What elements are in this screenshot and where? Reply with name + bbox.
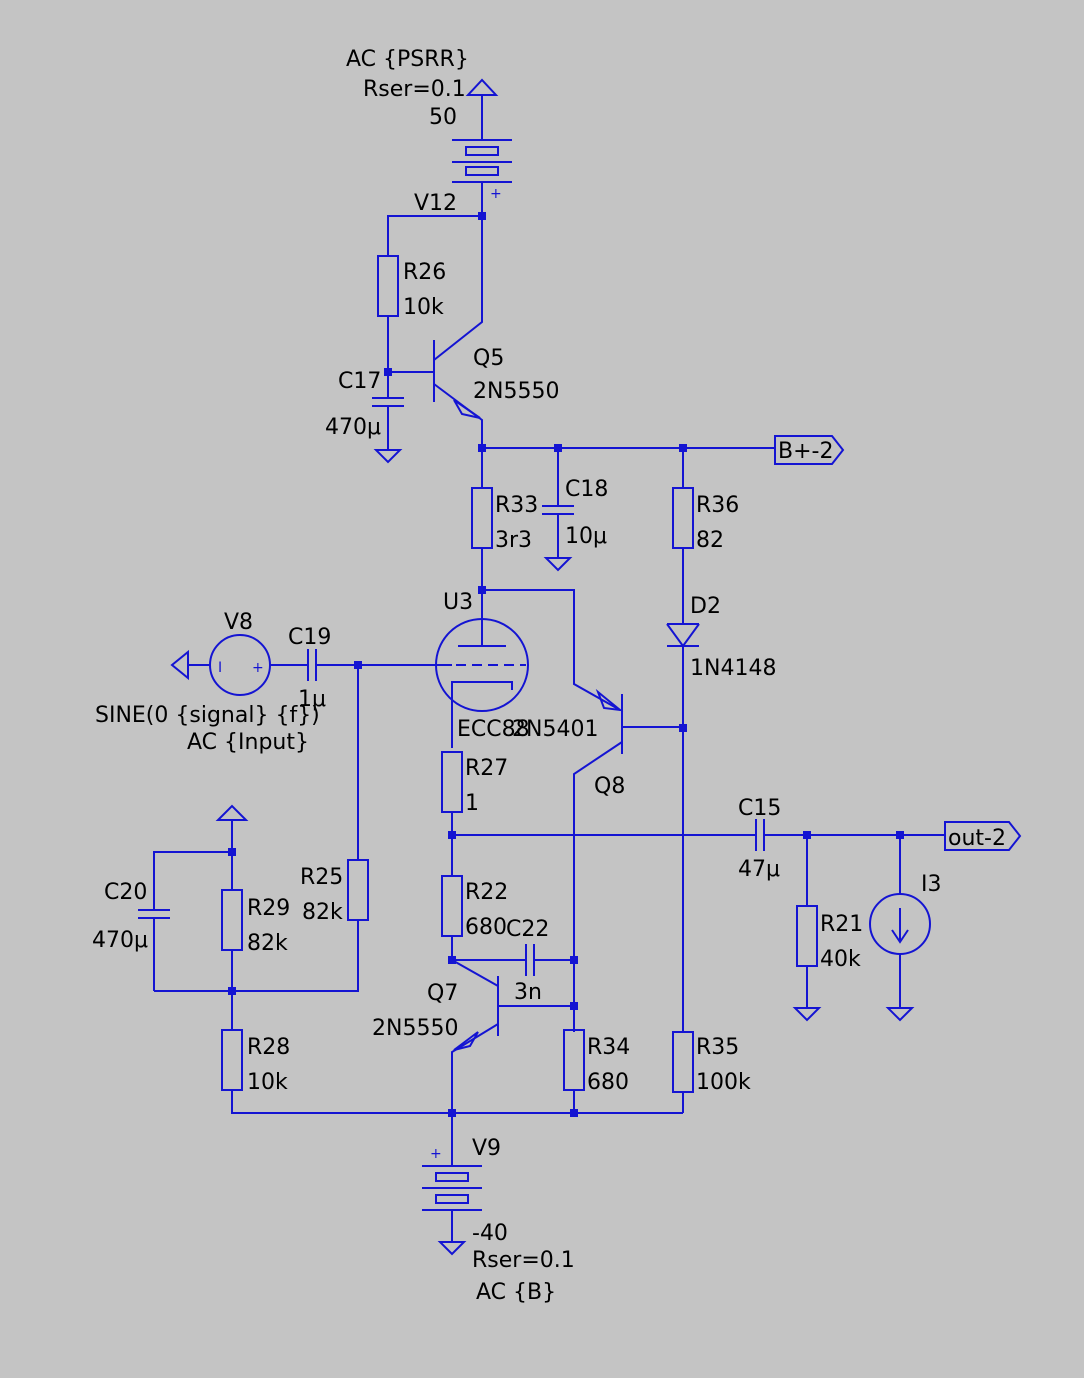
v9-supply[interactable]: + — [422, 1113, 482, 1242]
c19-name: C19 — [288, 625, 331, 650]
b-net-label: B+-2 — [778, 439, 833, 464]
v9-name: V9 — [472, 1136, 501, 1161]
r28-resistor[interactable] — [221, 1029, 243, 1091]
c17-name: C17 — [338, 369, 381, 394]
out-net-flag[interactable] — [944, 821, 1022, 851]
r22-name: R22 — [465, 880, 508, 905]
v8-sine: SINE(0 {signal} {f}) — [95, 703, 320, 728]
q5-name: Q5 — [473, 346, 504, 371]
out-net-label: out-2 — [948, 826, 1006, 851]
r36-resistor[interactable] — [672, 487, 694, 549]
c17-value: 470μ — [325, 415, 381, 440]
r27-value: 1 — [465, 791, 479, 816]
v9-value: -40 — [472, 1221, 508, 1246]
r26-resistor[interactable] — [377, 255, 399, 317]
q5-transistor[interactable] — [388, 216, 483, 448]
r29-resistor[interactable] — [221, 889, 243, 951]
c18-name: C18 — [565, 477, 608, 502]
r21-name: R21 — [820, 912, 863, 937]
q8-transistor[interactable] — [573, 694, 683, 1032]
r25-resistor[interactable] — [347, 859, 369, 921]
c20-value: 470μ — [92, 928, 148, 953]
r33-resistor[interactable] — [471, 487, 493, 549]
v9-ac: AC {B} — [476, 1280, 556, 1305]
r26-name: R26 — [403, 260, 446, 285]
r21-ground-icon — [792, 1007, 822, 1022]
i3-ground-icon — [885, 1007, 915, 1022]
d2-value: 1N4148 — [690, 656, 776, 681]
i3-name: I3 — [921, 872, 942, 897]
v9-rser: Rser=0.1 — [472, 1248, 575, 1273]
junction-dot — [570, 1002, 578, 1010]
q8-emitter-arrow — [595, 688, 624, 712]
r29-name: R29 — [247, 896, 290, 921]
v12-ac-label: AC {PSRR} — [346, 47, 469, 72]
i3-current-source[interactable] — [869, 893, 931, 955]
v12-supply[interactable]: + — [452, 78, 512, 216]
q5-value: 2N5550 — [473, 379, 559, 404]
r21-value: 40k — [820, 947, 861, 972]
b-net-flag[interactable] — [774, 435, 845, 465]
c22-name: C22 — [506, 917, 549, 942]
r22-resistor[interactable] — [441, 875, 463, 937]
junction-dot — [570, 1109, 578, 1117]
r33-name: R33 — [495, 493, 538, 518]
q8-value: 2N5401 — [512, 717, 598, 742]
v8-ground-icon — [170, 649, 210, 681]
d2-name: D2 — [690, 594, 721, 619]
r36-name: R36 — [696, 493, 739, 518]
v8-name: V8 — [224, 610, 253, 635]
r29-supply-icon — [215, 804, 249, 890]
d2-diode[interactable] — [666, 623, 700, 1032]
c15-value: 47μ — [738, 857, 780, 882]
q7-name: Q7 — [427, 981, 458, 1006]
v9-ground-icon — [437, 1241, 467, 1256]
q7-transistor[interactable] — [451, 959, 574, 1113]
r28-value: 10k — [247, 1070, 288, 1095]
v12-plus-mark: + — [490, 186, 502, 202]
c20-name: C20 — [104, 880, 147, 905]
v8-plus-mark: + — [252, 660, 264, 676]
r27-resistor[interactable] — [441, 751, 463, 813]
r34-resistor[interactable] — [563, 1029, 585, 1091]
v12-value: 50 — [429, 105, 457, 130]
c22-value: 3n — [514, 980, 542, 1005]
q8-name: Q8 — [594, 774, 625, 799]
u3-value: ECC88 — [457, 717, 530, 742]
v9-plus-mark: + — [430, 1146, 442, 1162]
r22-value: 680 — [465, 915, 507, 940]
r25-value: 82k — [302, 900, 343, 925]
r35-resistor[interactable] — [672, 1031, 694, 1093]
q7-value: 2N5550 — [372, 1016, 458, 1041]
r29-value: 82k — [247, 931, 288, 956]
c19-value: 1μ — [298, 687, 326, 712]
v12-name: V12 — [414, 191, 457, 216]
r28-name: R28 — [247, 1035, 290, 1060]
r27-name: R27 — [465, 756, 508, 781]
junction-dot — [228, 987, 236, 995]
v8-ac: AC {Input} — [187, 730, 309, 755]
c18-value: 10μ — [565, 524, 607, 549]
c15-name: C15 — [738, 796, 781, 821]
c17-ground-icon — [373, 449, 403, 464]
v8-source[interactable]: I + — [209, 634, 271, 696]
junction-dot — [570, 956, 578, 964]
r21-resistor[interactable] — [796, 905, 818, 967]
r35-value: 100k — [696, 1070, 751, 1095]
r34-value: 680 — [587, 1070, 629, 1095]
v12-rser-label: Rser=0.1 — [363, 77, 466, 102]
u3-name: U3 — [443, 590, 473, 615]
v8-bar-mark: I — [218, 660, 222, 676]
r33-value: 3r3 — [495, 528, 532, 553]
r36-value: 82 — [696, 528, 724, 553]
r35-name: R35 — [696, 1035, 739, 1060]
r34-name: R34 — [587, 1035, 630, 1060]
junction-dot — [448, 831, 456, 839]
r26-value: 10k — [403, 295, 444, 320]
r25-name: R25 — [300, 865, 343, 890]
c18-ground-icon — [543, 557, 573, 572]
